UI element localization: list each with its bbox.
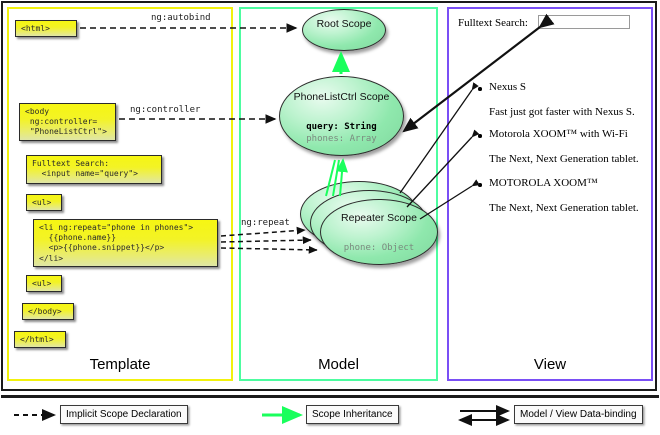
code-box-ul-open-tag: <ul> (26, 194, 62, 211)
view-search-label: Fulltext Search: (458, 17, 528, 29)
scope-root-scope-title: Root Scope (316, 18, 372, 30)
view-bullet-3 (478, 183, 482, 187)
panel-view: View (447, 7, 653, 381)
scope-phonelistctrl-prop-phones: phones: Array (306, 134, 377, 144)
legend-chip-scope-inheritance: Scope Inheritance (306, 405, 399, 424)
view-bullet-2 (478, 134, 482, 138)
edge-label-autobind: ng:autobind (151, 13, 211, 23)
code-box-fulltext-search-input-tag: Fulltext Search: <input name="query"> (26, 155, 162, 184)
panel-template-label: Template (89, 356, 151, 373)
scope-repeater-scope: Repeater Scope phone: Object (320, 199, 438, 265)
edge-label-repeat: ng:repeat (241, 218, 290, 228)
code-box-body-close-tag: </body> (22, 303, 74, 320)
view-search-input[interactable] (538, 15, 630, 29)
view-item-name-2: Motorola XOOM™ with Wi-Fi (489, 128, 628, 140)
legend-chip-implicit-scope-declaration: Implicit Scope Declaration (60, 405, 188, 424)
code-box-body-controller-tag: <body ng:controller= "PhoneListCtrl"> (19, 103, 116, 141)
legend-chip-model-view-data-binding: Model / View Data-binding (514, 405, 643, 424)
scope-phonelistctrl-scope-title: PhoneListCtrl Scope (293, 91, 390, 103)
code-box-ul-close-tag: <ul> (26, 275, 62, 292)
panel-model-label: Model (318, 356, 359, 373)
code-box-html-open-tag: <html> (15, 20, 77, 37)
code-box-li-repeat-tag: <li ng:repeat="phone in phones"> {{phone… (33, 219, 218, 267)
view-item-snippet-3: The Next, Next Generation tablet. (489, 202, 639, 214)
code-box-html-close-tag: </html> (14, 331, 66, 348)
scope-repeater-scope-title: Repeater Scope (341, 212, 417, 224)
edge-label-controller: ng:controller (130, 105, 201, 115)
scope-phonelistctrl-scope: PhoneListCtrl Scope query: String phones… (279, 76, 404, 156)
view-item-name-3: MOTOROLA XOOM™ (489, 177, 598, 189)
scope-phonelistctrl-prop-query: query: String (306, 122, 377, 132)
view-bullet-1 (478, 87, 482, 91)
view-item-name-1: Nexus S (489, 81, 526, 93)
panel-view-label: View (533, 356, 567, 373)
view-item-snippet-2: The Next, Next Generation tablet. (489, 153, 639, 165)
legend-divider (1, 395, 659, 398)
scope-root-scope: Root Scope (302, 9, 386, 51)
view-item-snippet-1: Fast just got faster with Nexus S. (489, 106, 635, 118)
scope-repeater-prop-phone: phone: Object (343, 243, 415, 253)
